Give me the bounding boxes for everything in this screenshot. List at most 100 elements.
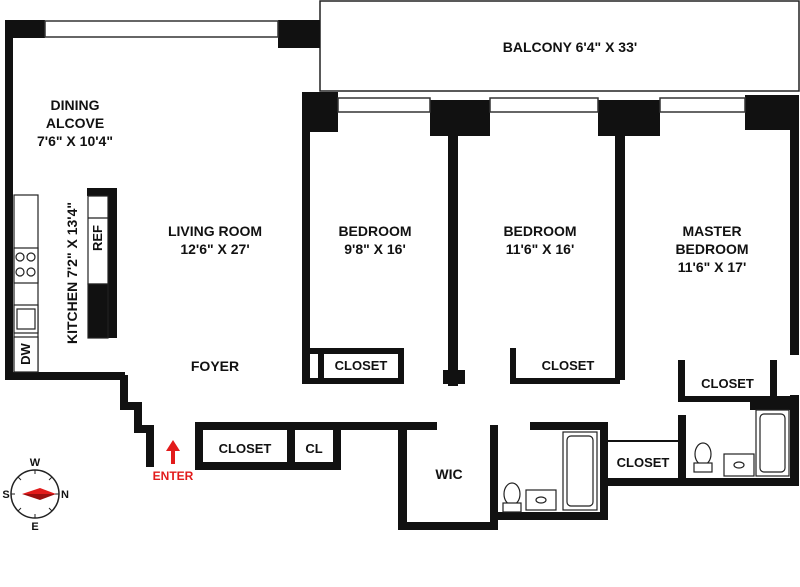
- wall-closet-entry-bottom: [195, 462, 340, 470]
- kitchen-label: KITCHEN 7'2" X 13'4": [64, 201, 80, 345]
- closet-entry-label: CLOSET: [218, 441, 272, 456]
- window-bed2: [489, 97, 599, 113]
- foyer-label: FOYER: [190, 358, 240, 374]
- bathtub-2-inner: [759, 413, 786, 473]
- wall-top-right: [278, 20, 320, 48]
- closet-hall-label: CLOSET: [616, 455, 670, 470]
- compass-w: W: [29, 457, 41, 469]
- wall-closet-bed1-top: [302, 348, 402, 354]
- wall-closet-master-left: [678, 360, 685, 400]
- enter-label: ENTER: [152, 469, 194, 483]
- wall-kitchen-divider: [108, 188, 117, 338]
- wall-foyer-a: [120, 375, 128, 410]
- wall-kitchen-bottom: [5, 372, 125, 380]
- living-room-label: LIVING ROOM 12'6" X 27': [145, 222, 285, 258]
- dishwasher: [13, 336, 39, 373]
- master-bedroom-dims: 11'6" X 17': [677, 259, 747, 275]
- master-bedroom-line2: BEDROOM: [675, 241, 749, 257]
- bathtub-1-inner: [566, 435, 594, 507]
- wall-hall-closet-bottom: [600, 478, 685, 486]
- compass-e: E: [31, 521, 39, 533]
- wic-label: WIC: [435, 466, 463, 482]
- wall-wic-left: [398, 422, 407, 530]
- closet-master-label: CLOSET: [701, 376, 754, 391]
- toilet-2: [694, 442, 712, 466]
- dining-dims: 7'6" X 10'4": [37, 133, 113, 149]
- wall-bed2-master: [615, 128, 625, 380]
- bedroom-2-dims: 11'6" X 16': [505, 241, 575, 257]
- cl-label: CL: [305, 441, 323, 456]
- wall-closet-bed1-bottom: [302, 378, 402, 384]
- kitchen-fixtures: [13, 194, 109, 373]
- burner-icon: [15, 267, 25, 277]
- wall-right-upper: [790, 95, 799, 355]
- balcony-label: BALCONY 6'4" X 33': [502, 39, 638, 55]
- kitchen-sink-basin: [16, 308, 36, 330]
- wall-left-upper: [5, 20, 13, 188]
- pier-c: [598, 100, 660, 136]
- wall-bath2-top: [750, 402, 796, 410]
- wall-bath1-top: [530, 422, 608, 430]
- wall-foyer-c: [134, 402, 142, 432]
- wall-foyer-d: [134, 425, 154, 433]
- wall-bath1-right: [600, 422, 608, 520]
- bedroom-1-label: BEDROOM 9'8" X 16': [320, 222, 430, 258]
- wall-closet-bed2-bottom: [510, 378, 620, 384]
- compass-needle-icon: [22, 488, 56, 494]
- wall-closet-bed1-left: [318, 348, 324, 382]
- bedroom-1-dims: 9'8" X 16': [344, 241, 406, 257]
- wall-closet-bed1-right: [398, 348, 404, 384]
- toilet-1: [503, 482, 521, 506]
- pier-b: [430, 100, 490, 136]
- compass-icon: [10, 469, 60, 519]
- bath-fixtures: [502, 409, 790, 513]
- burner-icon: [26, 252, 36, 262]
- master-bedroom-line1: MASTER: [682, 223, 742, 239]
- wall-left-kitchen: [5, 188, 13, 380]
- wall-closet-cl-right: [333, 422, 341, 470]
- burner-icon: [15, 252, 25, 262]
- living-room-dims: 12'6" X 27': [180, 241, 250, 257]
- toilet-1-tank: [502, 502, 522, 513]
- sink-1-basin: [535, 496, 547, 504]
- wall-hall-closet-right: [678, 415, 686, 486]
- toilet-2-tank: [693, 462, 713, 473]
- wall-bed1-left: [302, 100, 310, 382]
- window-living: [44, 20, 279, 38]
- burner-icon: [26, 267, 36, 277]
- wall-closet-master-right: [770, 360, 777, 400]
- compass-s: S: [2, 489, 10, 501]
- bedroom-2-name: BEDROOM: [503, 223, 577, 239]
- dining-label-line1: DINING: [50, 97, 100, 113]
- wall-master-corner: [745, 95, 799, 130]
- wall-bed1-bed2: [448, 128, 458, 386]
- ref-label: REF: [90, 225, 105, 251]
- dining-alcove-label: DINING ALCOVE 7'6" X 10'4": [20, 96, 130, 150]
- wall-bath2-bottom: [678, 478, 796, 486]
- bedroom-1-name: BEDROOM: [338, 223, 412, 239]
- closet-bedroom-2-label: CLOSET: [541, 358, 595, 373]
- wall-foyer-e: [146, 425, 154, 467]
- window-master: [659, 97, 746, 113]
- master-bedroom-label: MASTER BEDROOM 11'6" X 17': [652, 222, 772, 276]
- walls: [5, 0, 800, 530]
- enter-arrow-icon: [166, 440, 180, 464]
- wall-right-lower: [790, 395, 799, 486]
- wall-closet-cl-left: [287, 422, 295, 470]
- wall-closet-bed2-left: [510, 348, 516, 384]
- wall-corridor-top: [195, 422, 407, 430]
- wall-kitchen-top: [87, 188, 117, 196]
- bedroom-2-label: BEDROOM 11'6" X 16': [480, 222, 600, 258]
- counter-dark: [87, 283, 109, 339]
- wall-closet-entry-left: [195, 422, 203, 467]
- compass-n: N: [61, 489, 69, 501]
- wall-hall-closet-top: [608, 440, 678, 442]
- dining-label-line2: ALCOVE: [45, 115, 105, 131]
- sink-2-basin: [733, 461, 745, 469]
- pier-d: [443, 370, 465, 384]
- wall-closet-master-bottom: [678, 396, 796, 402]
- wall-bath1-bottom: [490, 512, 605, 520]
- dw-label: DW: [18, 343, 33, 365]
